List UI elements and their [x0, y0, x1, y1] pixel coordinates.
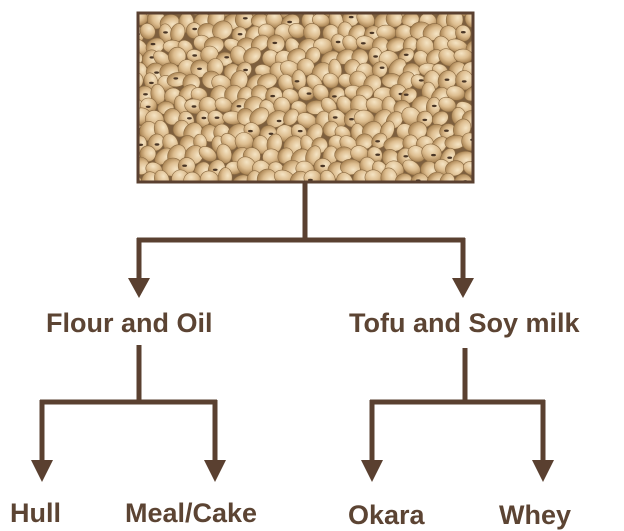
soybean-hilum [287, 21, 292, 23]
arrow-down-icon [361, 460, 383, 482]
soybean-hilum [412, 4, 417, 6]
soybean-hilum [375, 154, 380, 156]
soybean-hilum [250, 7, 255, 9]
soybean-hilum [224, 56, 229, 58]
soybean-hilum [197, 68, 202, 70]
soybean-hilum [143, 93, 148, 95]
soybean-hilum [419, 79, 424, 81]
node-okara: Okara [348, 502, 425, 529]
soybean-hilum [361, 42, 366, 44]
soybean-hilum [380, 67, 385, 69]
node-whey: Whey [499, 502, 571, 529]
soybean-hilum [349, 16, 354, 18]
soybean-hilum [187, 117, 192, 119]
soybean-hilum [298, 130, 303, 132]
soybean-hilum [163, 31, 168, 33]
soybean-hilum [422, 119, 427, 121]
soybean-hilum [272, 42, 277, 44]
soybean-hilum [404, 94, 409, 96]
soybean-hilum [313, 8, 318, 10]
soybean-hilum [295, 80, 300, 82]
soybean-hilum [151, 43, 156, 45]
soybean-hilum [243, 69, 248, 71]
soybean-hilum [192, 105, 197, 107]
soybean-hilum [445, 79, 450, 81]
soybean-hilum [375, 140, 380, 142]
soybean-hilum [146, 106, 151, 108]
soybean-hilum [385, 7, 390, 9]
soybean-hilum [444, 130, 449, 132]
arrow-down-icon [204, 460, 226, 482]
node-flour-and-oil: Flour and Oil [46, 310, 213, 337]
soybean-hilum [373, 55, 378, 57]
soybean-hilum [370, 32, 375, 34]
soybean-hilum [215, 117, 220, 119]
arrow-down-icon [31, 460, 53, 482]
soybean-hilum [431, 154, 436, 156]
arrow-down-icon [532, 460, 554, 482]
soybean-hilum [155, 143, 160, 145]
soybean-hilum [163, 5, 168, 7]
soybean-hilum [149, 82, 154, 84]
soybean-hilum [277, 120, 282, 122]
soybean-hilum [447, 157, 452, 159]
soybean-hilum [213, 169, 218, 171]
soybean-hilum [349, 118, 354, 120]
arrow-down-icon [452, 278, 474, 298]
soybean-hilum [270, 95, 275, 97]
node-hull: Hull [10, 500, 61, 527]
soybean-hilum [192, 28, 197, 30]
soybean-hilum [248, 130, 253, 132]
soybean-hilum [154, 71, 159, 73]
soybean-hilum [130, 60, 135, 62]
soybean-hilum [461, 31, 466, 33]
soybean-hilum [404, 54, 409, 56]
soybean-hilum [332, 95, 337, 97]
soybean-hilum [462, 80, 467, 82]
soybean-hilum [333, 116, 338, 118]
soybeans-image [120, 0, 485, 195]
soybean-hilum [243, 17, 248, 19]
soybean-hilum [307, 92, 312, 94]
soybean-hilum [192, 54, 197, 56]
soybean-hilum [173, 77, 178, 79]
node-tofu-and-soy-milk: Tofu and Soy milk [349, 310, 580, 337]
soybean-hilum [202, 117, 207, 119]
arrow-down-icon [128, 278, 150, 298]
soybean-hilum [401, 8, 406, 10]
soybean-hilum [238, 33, 243, 35]
soybean-hilum [432, 105, 437, 107]
soybean-hilum [182, 165, 187, 167]
soybean-hilum [336, 41, 341, 43]
soybean-hilum [237, 105, 242, 107]
soybean-hilum [320, 165, 325, 167]
node-meal-cake: Meal/Cake [125, 500, 257, 527]
soybean-hilum [403, 155, 408, 157]
